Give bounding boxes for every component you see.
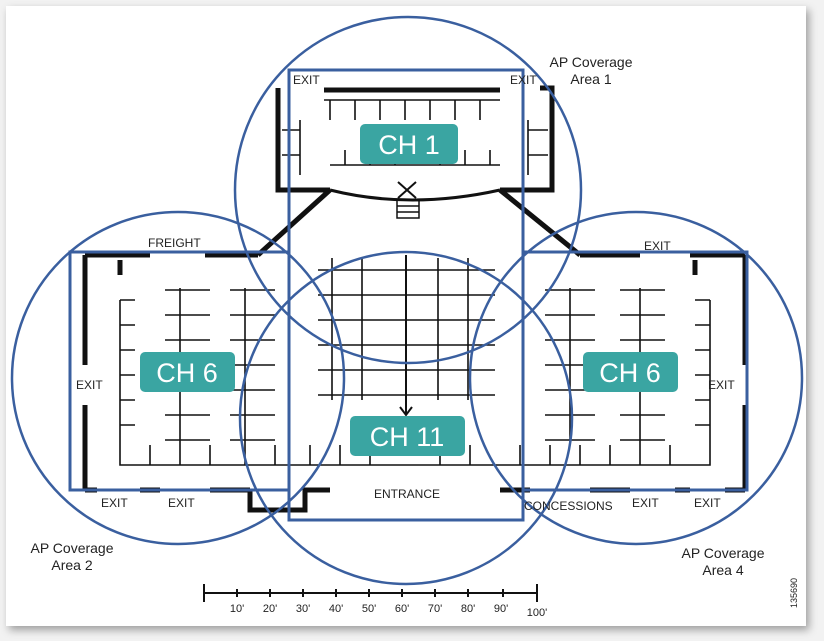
exit-label-bottom-1: EXIT: [101, 496, 128, 510]
concessions-label: CONCESSIONS: [524, 499, 613, 513]
coverage-circle-ch6-left: [10, 210, 346, 546]
exit-label-bottom-3: EXIT: [632, 496, 659, 510]
coverage-area-labels: AP Coverage Area 1 AP Coverage Area 2 AP…: [30, 54, 764, 578]
coverage-rect-left: [68, 250, 291, 492]
figure-id: 135690: [789, 578, 799, 608]
ch1-label: CH 1: [378, 130, 440, 160]
coverage-circles: [10, 15, 804, 586]
coverage-circle-ch1: [233, 15, 583, 365]
freight-label: FREIGHT: [148, 236, 201, 250]
scale-tick-50: 50': [362, 603, 376, 615]
ch6-right-label: CH 6: [599, 358, 661, 388]
ap-area-1-line1: AP Coverage: [549, 54, 632, 70]
ch6-left-label: CH 6: [156, 358, 218, 388]
scale-tick-40: 40': [329, 603, 343, 615]
shelving-right-hall: [500, 288, 711, 466]
exit-label-left: EXIT: [76, 378, 103, 392]
floor-labels: EXIT EXIT FREIGHT EXIT EXIT EXIT EXIT EX…: [76, 73, 735, 513]
shelving-center: [318, 255, 495, 417]
channel-badges: CH 1 CH 6 CH 11 CH 6: [140, 124, 678, 456]
scale-tick-10: 10': [230, 603, 244, 615]
ap-area-2-line1: AP Coverage: [30, 540, 113, 556]
scale-tick-100: 100': [527, 607, 547, 619]
exit-label-right-top: EXIT: [644, 239, 671, 253]
ap-area-4-line1: AP Coverage: [681, 545, 764, 561]
ch6-left-badge: [140, 352, 235, 392]
shelving-top-room: [282, 99, 548, 219]
scale-tick-60: 60': [395, 603, 409, 615]
coverage-circle-ch6-right: [468, 210, 804, 546]
scale-tick-20: 20': [263, 603, 277, 615]
ap-area-1-line2: Area 1: [570, 71, 611, 87]
exit-label-bottom-4: EXIT: [694, 496, 721, 510]
coverage-circle-ch11: [238, 250, 574, 586]
scale-tick-80: 80': [461, 603, 475, 615]
exit-label-top-right: EXIT: [510, 73, 537, 87]
scale-bar: 10' 20' 30' 40' 50' 60' 70' 80' 90' 100': [203, 584, 547, 619]
ch1-badge: [360, 124, 458, 164]
exit-label-top-left: EXIT: [293, 73, 320, 87]
scale-tick-30: 30': [296, 603, 310, 615]
ch6-right-badge: [583, 352, 678, 392]
entrance-label: ENTRANCE: [374, 487, 440, 501]
ch11-badge: [350, 416, 465, 456]
coverage-rect-right: [521, 250, 749, 492]
ch11-label: CH 11: [370, 422, 445, 452]
ap-area-4-line2: Area 4: [702, 562, 743, 578]
exit-label-right: EXIT: [708, 378, 735, 392]
coverage-rectangles: [68, 68, 749, 522]
ap-area-2-line2: Area 2: [51, 557, 92, 573]
scale-tick-90: 90': [494, 603, 508, 615]
scale-tick-70: 70': [428, 603, 442, 615]
exit-label-bottom-2: EXIT: [168, 496, 195, 510]
